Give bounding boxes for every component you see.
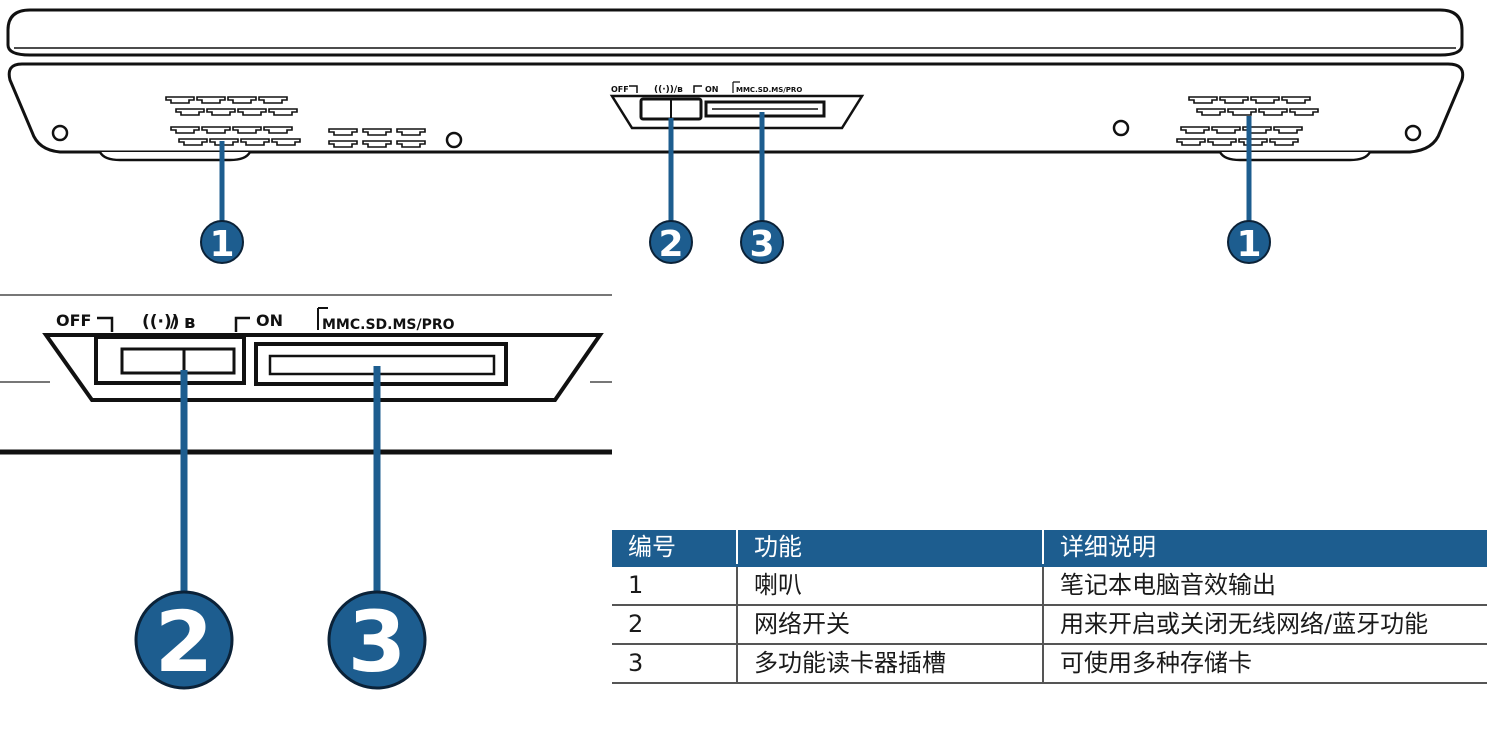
row-detail: 用来开启或关闭无线网络/蓝牙功能 (1042, 605, 1487, 645)
laptop-lid (6, 8, 1464, 57)
mic-hole-right (1112, 119, 1130, 137)
row-number: 3 (612, 644, 737, 684)
callout-badge: 2 (134, 590, 234, 691)
foot-right (1218, 151, 1372, 162)
wireless-antenna-icon: ((·)) (142, 312, 180, 332)
header-detail: 详细说明 (1042, 530, 1487, 567)
off-label: OFF (56, 311, 91, 330)
zoom-detail: OFF ((·)) / ʙ ON MMC.SD.MS/PRO 2 3 (0, 294, 612, 691)
screw-right (1404, 124, 1422, 142)
card-format-label-small: MMC.SD.MS/PRO (736, 86, 802, 94)
mic-hole-left (445, 131, 463, 149)
callout-badge: 2 (649, 220, 693, 265)
port-panel-small: OFF ((·))/ʙ ON MMC.SD.MS/PRO (609, 81, 865, 130)
header-number: 编号 (612, 530, 737, 567)
callout-badge: 1 (200, 220, 244, 265)
card-format-label: MMC.SD.MS/PRO (322, 317, 455, 333)
table-row: 1 喇叭 笔记本电脑音效输出 (612, 565, 1487, 606)
table-header-row: 编号 功能 详细说明 (612, 530, 1487, 567)
foot-left (98, 151, 252, 162)
row-function: 喇叭 (736, 565, 1043, 606)
svg-text:2: 2 (658, 224, 683, 265)
on-label: ON (256, 311, 283, 330)
laptop-front-view: OFF ((·))/ʙ ON MMC.SD.MS/PRO 1 2 3 1 (6, 8, 1465, 265)
svg-text:1: 1 (209, 224, 234, 265)
row-function: 网络开关 (736, 605, 1043, 645)
card-slot-large[interactable] (254, 342, 508, 386)
callout-badge: 3 (740, 220, 784, 265)
separator-slash: / (170, 312, 177, 332)
svg-text:3: 3 (348, 593, 406, 691)
bluetooth-icon: ʙ (184, 312, 195, 333)
row-number: 2 (612, 605, 737, 645)
svg-text:2: 2 (155, 593, 213, 691)
row-function: 多功能读卡器插槽 (736, 644, 1043, 684)
callout-badge: 3 (327, 590, 427, 691)
row-detail: 可使用多种存储卡 (1042, 644, 1487, 684)
header-function: 功能 (736, 530, 1043, 567)
off-label-small: OFF (611, 85, 629, 94)
table-row: 2 网络开关 用来开启或关闭无线网络/蓝牙功能 (612, 605, 1487, 645)
row-detail: 笔记本电脑音效输出 (1042, 565, 1487, 606)
on-label-small: ON (705, 85, 719, 94)
table-row: 3 多功能读卡器插槽 可使用多种存储卡 (612, 644, 1487, 684)
svg-text:1: 1 (1236, 224, 1261, 265)
screw-left (51, 124, 69, 142)
row-number: 1 (612, 565, 737, 606)
wireless-icon-small: ((·))/ʙ (654, 85, 683, 95)
callout-badge: 1 (1227, 220, 1271, 265)
svg-text:3: 3 (749, 224, 774, 265)
spec-table: 编号 功能 详细说明 1 喇叭 笔记本电脑音效输出 2 网络开关 用来开启或关闭… (612, 530, 1487, 684)
